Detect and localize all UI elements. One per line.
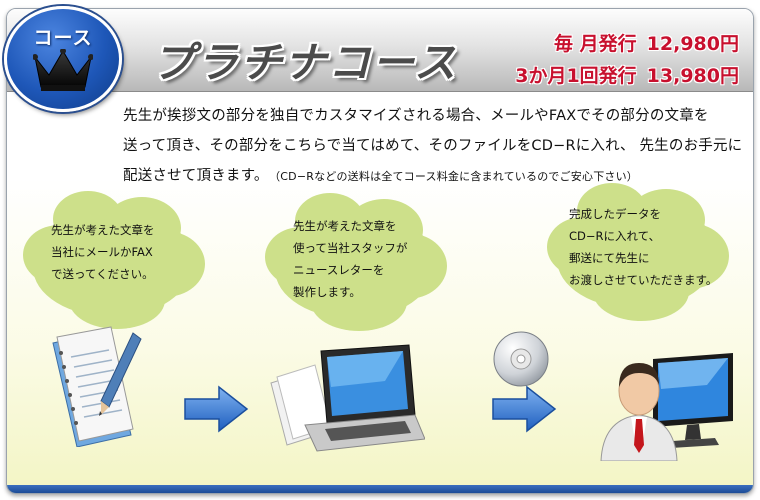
- price-monthly-amount: 12,980円: [646, 33, 739, 55]
- document-pen-icon: [52, 326, 142, 447]
- shipping-note: （CD−Rなどの送料は全てコース料金に含まれているのでご安心下さい）: [274, 170, 638, 183]
- description-line-3-text: 配送させて頂きます。: [123, 168, 269, 184]
- step-3-line: 郵送にて先生に: [569, 251, 650, 265]
- laptop-icon: [270, 344, 425, 452]
- step-2-line: 先生が考えた文章を: [293, 219, 397, 233]
- price-monthly-label: 毎 月発行: [554, 33, 637, 55]
- step-1-line: で送ってください。: [51, 267, 154, 281]
- step-3-line: お渡しさせていただきます。: [569, 273, 718, 287]
- price-monthly: 毎 月発行 12,980円: [554, 29, 739, 56]
- description-line-3: 配送させて頂きます。 （CD−Rなどの送料は全てコース料金に含まれているのでご安心…: [123, 161, 735, 192]
- step-1-text: 先生が考えた文章を 当社にメールかFAX で送ってください。: [51, 219, 201, 285]
- step-1-line: 先生が考えた文章を: [51, 223, 155, 237]
- step-3-line: 完成したデータを: [569, 207, 661, 221]
- step-2-line: 使って当社スタッフが: [293, 241, 408, 255]
- bottom-band: [7, 485, 753, 493]
- step-3-cloud: 完成したデータを CD−Rに入れて、 郵送にて先生に お渡しさせていただきます。: [547, 183, 729, 321]
- arrow-right-icon: [492, 385, 557, 433]
- step-1-cloud: 先生が考えた文章を 当社にメールかFAX で送ってください。: [23, 191, 205, 329]
- cd-icon: [493, 331, 549, 387]
- crown-icon: [33, 49, 93, 91]
- course-badge: コース: [4, 6, 122, 112]
- step-3-text: 完成したデータを CD−Rに入れて、 郵送にて先生に お渡しさせていただきます。: [569, 203, 719, 291]
- course-description: 先生が挨拶文の部分を独自でカスタマイズされる場合、メールやFAXでその部分の文章…: [123, 101, 743, 192]
- course-title: プラチナコース: [152, 38, 458, 87]
- badge-label: コース: [33, 27, 93, 49]
- price-quarterly-label: 3か月1回発行: [515, 65, 637, 87]
- header-bar: [7, 9, 753, 92]
- description-line-1: 先生が挨拶文の部分を独自でカスタマイズされる場合、メールやFAXでその部分の文章…: [123, 108, 709, 124]
- step-2-line: 製作します。: [293, 285, 361, 299]
- course-panel: プラチナコース 毎 月発行 12,980円 3か月1回発行 13,980円 先生が挨…: [6, 8, 754, 494]
- step-2-text: 先生が考えた文章を 使って当社スタッフが ニュースレターを 製作します。: [293, 215, 443, 303]
- step-1-line: 当社にメールかFAX: [51, 245, 153, 259]
- person-computer-icon: [600, 353, 733, 461]
- step-2-cloud: 先生が考えた文章を 使って当社スタッフが ニュースレターを 製作します。: [265, 193, 447, 331]
- step-3-line: CD−Rに入れて、: [569, 229, 661, 243]
- arrow-right-icon: [184, 385, 249, 433]
- price-quarterly: 3か月1回発行 13,980円: [515, 61, 739, 88]
- price-quarterly-amount: 13,980円: [646, 65, 739, 87]
- description-line-2: 送って頂き、その部分をこちらで当てはめて、そのファイルをCD−Rに入れ、 先生の…: [123, 138, 743, 154]
- step-2-line: ニュースレターを: [293, 263, 385, 277]
